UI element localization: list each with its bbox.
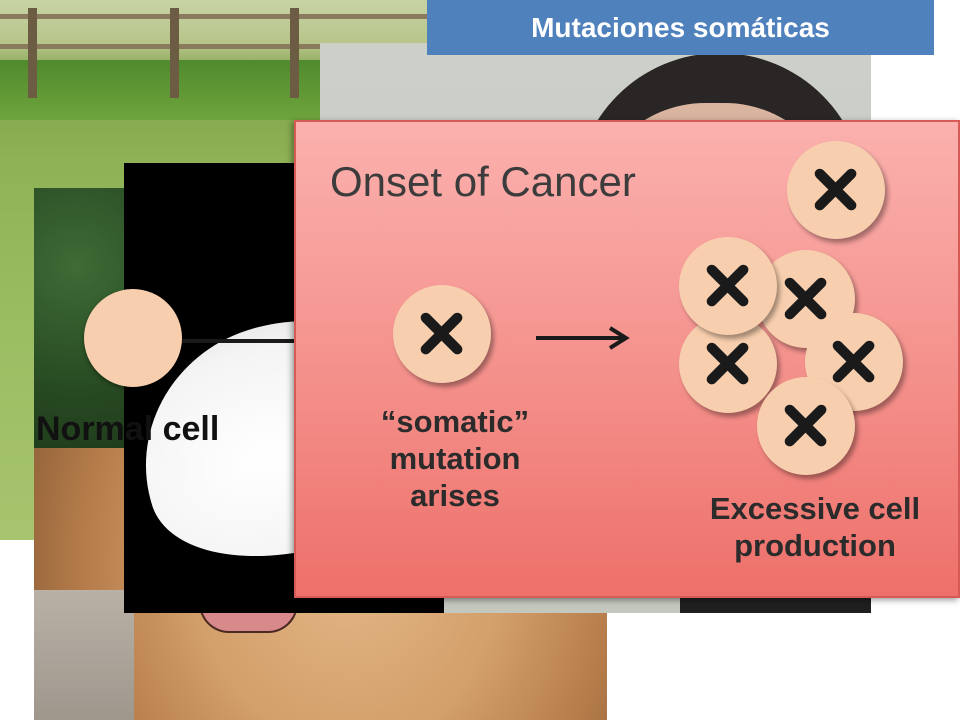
fence-post: [290, 8, 299, 98]
fence-post: [28, 8, 37, 98]
label-line: mutation: [389, 441, 521, 477]
mutated-cell: [393, 285, 491, 383]
somatic-mutation-label: “somatic” mutation arises: [345, 403, 565, 515]
fence-post: [170, 8, 179, 98]
cluster-cell: [679, 237, 777, 335]
x-mark-icon: [707, 265, 749, 307]
cluster-cell: [679, 315, 777, 413]
x-mark-icon: [833, 341, 875, 383]
label-line: “somatic”: [380, 404, 530, 439]
floor: [34, 590, 134, 720]
x-mark-icon: [815, 169, 857, 211]
cluster-cell: [787, 141, 885, 239]
fence-rail: [0, 14, 430, 19]
cluster-cell: [757, 377, 855, 475]
x-mark-icon: [785, 278, 827, 320]
panel-title: Onset of Cancer: [330, 158, 636, 205]
normal-cell-circle: [84, 289, 182, 387]
slide-title-bar: Mutaciones somáticas: [427, 0, 934, 55]
label-line: arises: [410, 478, 500, 514]
arrow-right-icon: [536, 326, 630, 350]
label-line: Excessive cell: [709, 491, 921, 526]
label-line: production: [734, 528, 896, 564]
slide-title: Mutaciones somáticas: [531, 11, 830, 43]
fence-rail: [0, 44, 430, 49]
x-mark-icon: [707, 343, 749, 385]
x-mark-icon: [785, 405, 827, 447]
normal-cell-label: Normal cell: [36, 410, 220, 448]
x-mark-icon: [421, 313, 463, 355]
excessive-production-label: Excessive cell production: [680, 490, 950, 564]
